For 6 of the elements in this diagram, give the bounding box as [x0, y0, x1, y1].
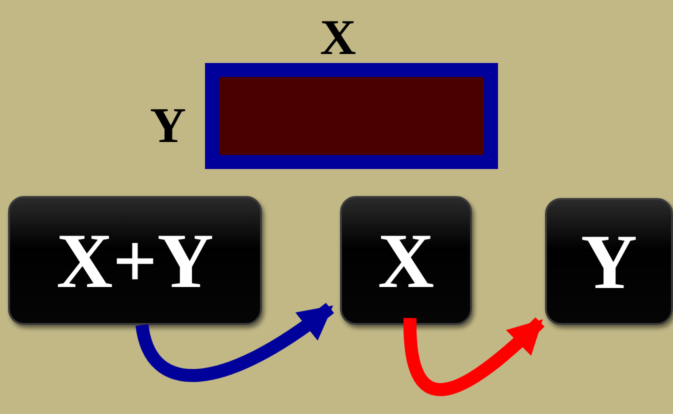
height-label: Y	[150, 100, 186, 150]
curved-arrow	[404, 317, 544, 396]
width-label: X	[320, 12, 356, 62]
keyboard-key: X+Y	[8, 196, 262, 325]
keyboard-key: Y	[545, 198, 673, 325]
keyboard-key: X	[340, 196, 472, 325]
